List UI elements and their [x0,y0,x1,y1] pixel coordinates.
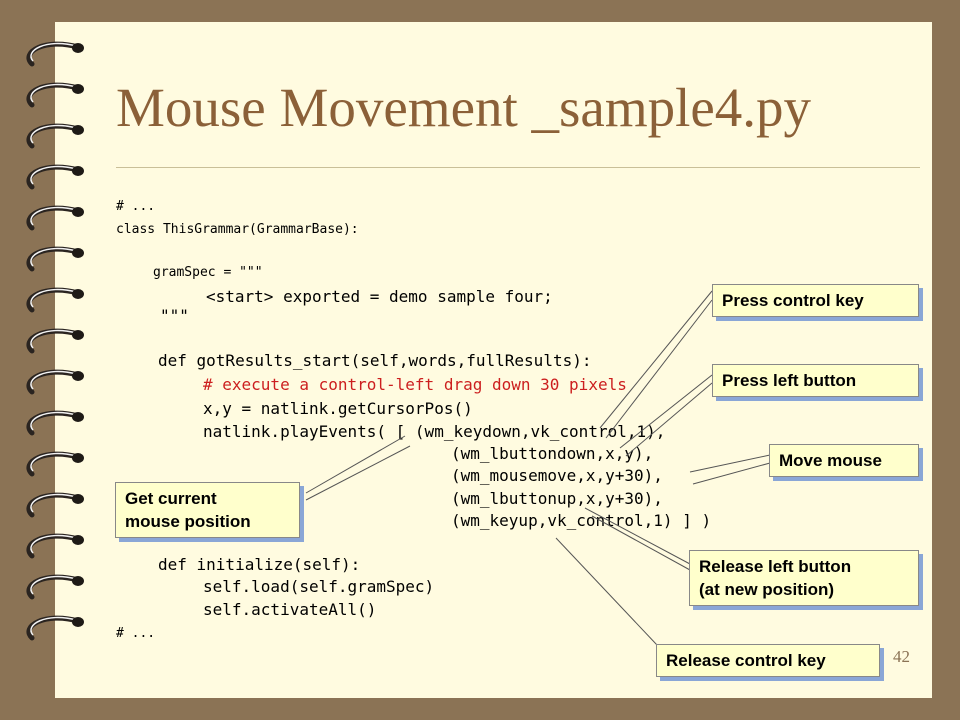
spiral-binding [26,41,84,641]
callout-get-mouse-position: Get current mouse position [115,482,300,538]
code-line-10: (wm_lbuttondown,x,y), [451,444,654,463]
binding-ring [26,328,84,354]
code-line-5: """ [160,306,189,325]
code-line-9: natlink.playEvents( [ (wm_keydown,vk_con… [203,422,666,441]
code-comment: # execute a control-left drag down 30 pi… [203,375,627,394]
binding-ring [26,492,84,518]
code-line-2: class ThisGrammar(GrammarBase): [116,222,359,237]
binding-ring [26,123,84,149]
binding-ring [26,82,84,108]
title-divider [116,167,920,168]
code-line-14: def initialize(self): [158,555,361,574]
binding-ring [26,369,84,395]
binding-ring [26,615,84,641]
code-line-13: (wm_keyup,vk_control,1) ] ) [451,511,712,530]
code-line-12: (wm_lbuttonup,x,y+30), [451,489,663,508]
binding-ring [26,287,84,313]
callout-release-control-key: Release control key [656,644,880,677]
callout-get-mouse-position-line2: mouse position [125,512,251,531]
binding-ring [26,164,84,190]
slide-title: Mouse Movement _sample4.py [116,77,812,138]
binding-ring [26,533,84,559]
callout-press-left-button: Press left button [712,364,919,397]
code-line-4: <start> exported = demo sample four; [206,287,553,306]
code-line-1: # ... [116,199,156,214]
code-line-17: # ... [116,626,156,641]
callout-move-mouse: Move mouse [769,444,919,477]
page-number: 42 [893,647,910,666]
callout-release-left-button: Release left button (at new position) [689,550,919,606]
callout-get-mouse-position-line1: Get current [125,489,217,508]
binding-ring [26,451,84,477]
callout-release-left-button-line2: (at new position) [699,580,835,599]
binding-ring [26,205,84,231]
code-line-15: self.load(self.gramSpec) [203,577,435,596]
binding-ring [26,246,84,272]
code-line-3: gramSpec = """ [153,265,263,280]
callout-press-control-key: Press control key [712,284,919,317]
code-line-6: def gotResults_start(self,words,fullResu… [158,351,592,370]
binding-ring [26,410,84,436]
code-line-16: self.activateAll() [203,600,377,619]
code-line-8: x,y = natlink.getCursorPos() [203,399,473,418]
code-line-11: (wm_mousemove,x,y+30), [451,466,663,485]
binding-ring [26,574,84,600]
binding-ring [26,41,84,67]
callout-release-left-button-line1: Release left button [699,557,852,576]
